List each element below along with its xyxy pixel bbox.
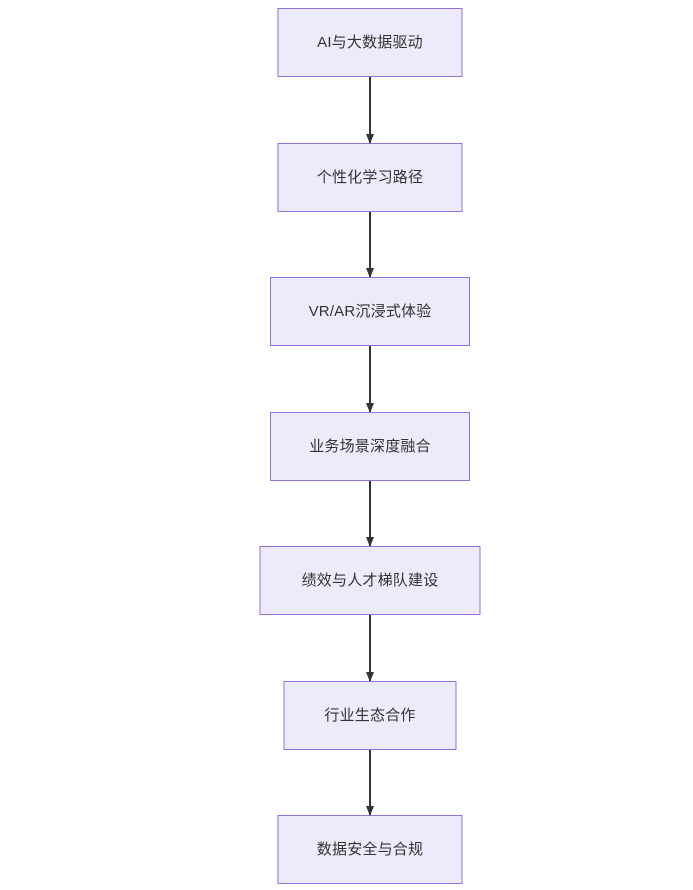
flow-node-n3[interactable]: VR/AR沉浸式体验 (270, 277, 470, 346)
flow-node-n6[interactable]: 行业生态合作 (283, 681, 457, 750)
flow-node-label: 绩效与人才梯队建设 (301, 571, 439, 589)
flow-node-n2[interactable]: 个性化学习路径 (277, 143, 463, 212)
flow-node-label: 业务场景深度融合 (309, 437, 431, 455)
flow-node-n7[interactable]: 数据安全与合规 (277, 815, 463, 884)
flow-node-n1[interactable]: AI与大数据驱动 (277, 8, 463, 77)
flow-node-label: 个性化学习路径 (316, 168, 424, 186)
flow-node-label: VR/AR沉浸式体验 (308, 302, 432, 320)
flow-node-label: 数据安全与合规 (316, 840, 424, 858)
flow-node-label: AI与大数据驱动 (317, 33, 423, 51)
flow-node-n4[interactable]: 业务场景深度融合 (270, 412, 470, 481)
flow-node-n5[interactable]: 绩效与人才梯队建设 (259, 546, 481, 615)
flow-node-label: 行业生态合作 (324, 706, 416, 724)
